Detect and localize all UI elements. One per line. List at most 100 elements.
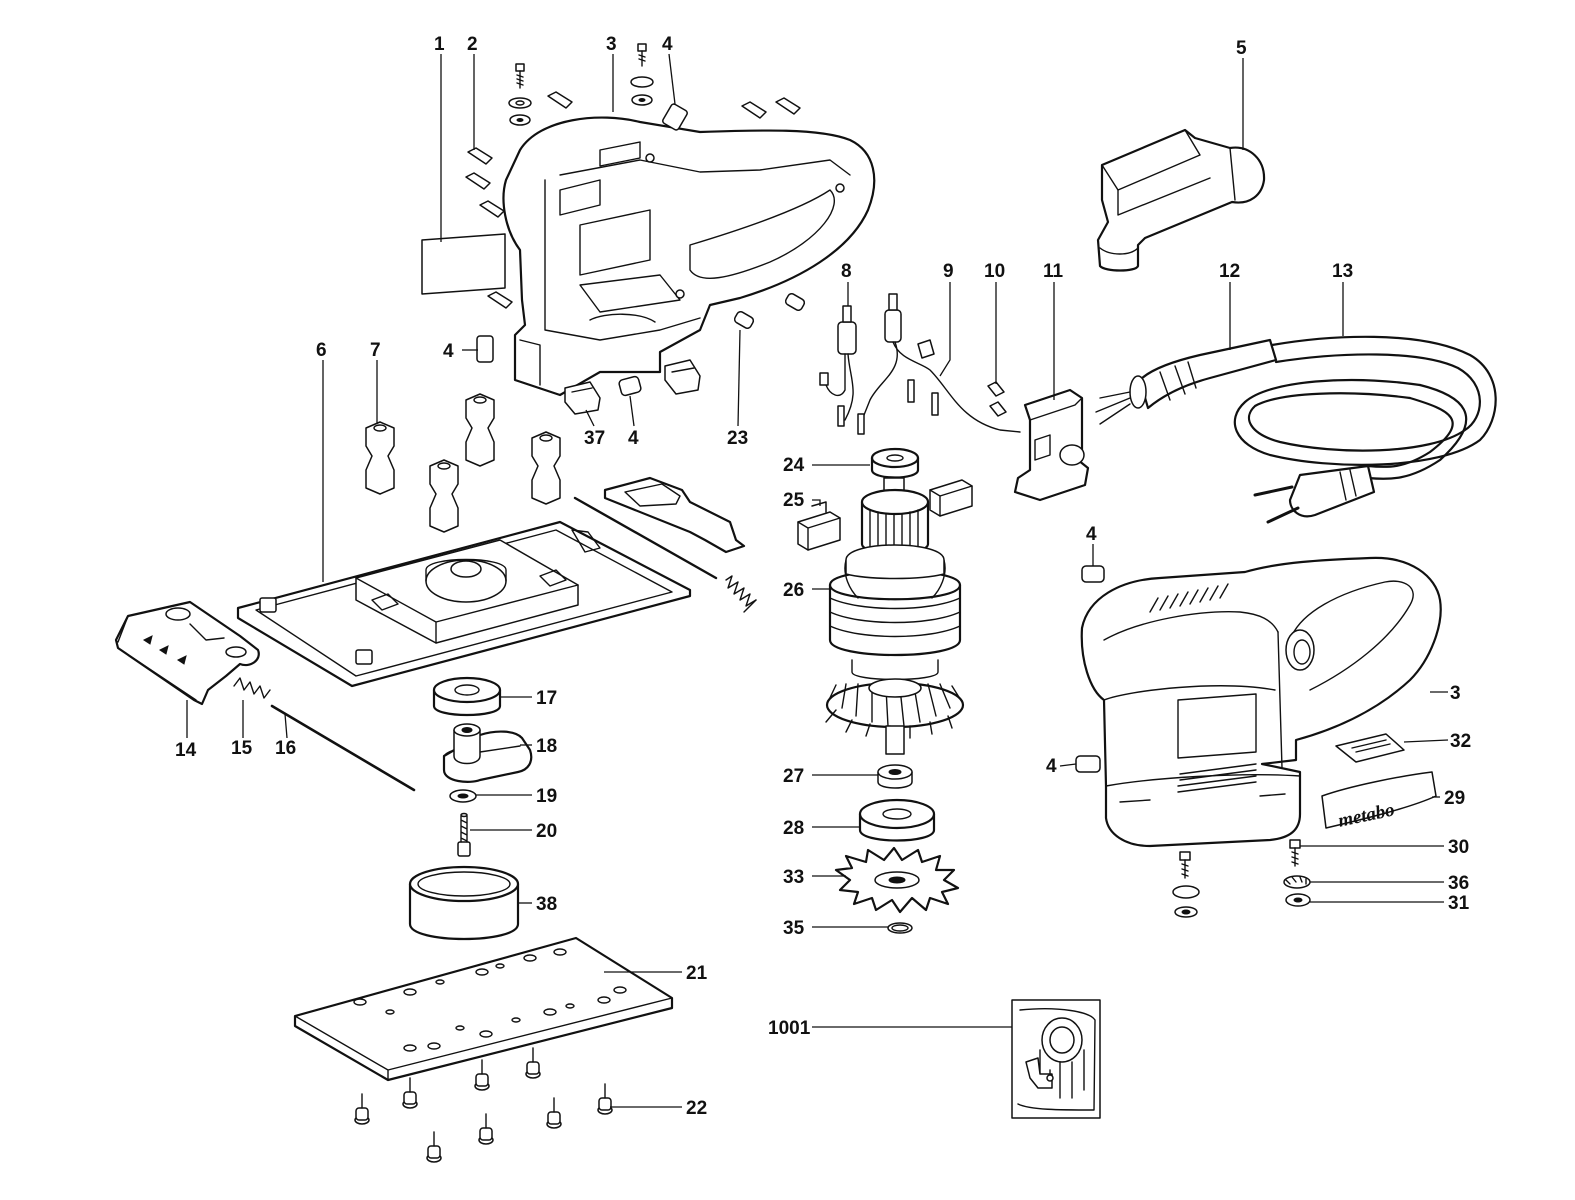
eccentric-counterweight: [442, 723, 533, 783]
screw: [741, 101, 767, 119]
vent-slots-top: [1149, 583, 1229, 613]
callout-37: 37: [584, 428, 605, 449]
callout-6: 6: [316, 340, 327, 361]
callout-16: 16: [275, 738, 296, 759]
callout-9: 9: [943, 261, 954, 282]
callout-33: 33: [783, 867, 804, 888]
callout-32: 32: [1450, 731, 1471, 752]
callout-5: 5: [1236, 38, 1247, 59]
compression-spring: [233, 677, 271, 699]
callout-1001: 1001: [768, 1018, 811, 1039]
callout-38: 38: [536, 894, 557, 915]
warning-label: [1335, 733, 1405, 763]
callout-19: 19: [536, 786, 557, 807]
fan-blade-33: [834, 846, 960, 914]
screw: [354, 1093, 370, 1125]
callout-14: 14: [175, 740, 197, 761]
callout-4-right: 4: [1086, 524, 1097, 545]
detail-inset-1001: [1011, 999, 1101, 1119]
callout-3-top: 3: [606, 34, 617, 55]
screw: [547, 91, 573, 109]
callout-11: 11: [1043, 261, 1064, 282]
callout-3-right: 3: [1450, 683, 1461, 704]
housing-screws-top: [465, 43, 801, 309]
screw: [597, 1083, 613, 1115]
screw-set-under-housing: [1172, 851, 1200, 918]
screw: [402, 1077, 418, 1109]
callout-4-mid: 4: [628, 428, 639, 449]
lock-washer-36: [1283, 875, 1311, 889]
rod: [573, 496, 718, 580]
carbon-brush-holder: [929, 479, 973, 517]
ball-bearing-28: [858, 798, 936, 842]
bushing-pin: [618, 375, 642, 397]
callout-25: 25: [783, 490, 805, 511]
screw-30: [1289, 839, 1301, 867]
assembled-sander-housing: [1080, 556, 1442, 848]
callout-15: 15: [231, 738, 253, 759]
callout-18: 18: [536, 736, 557, 757]
callout-23: 23: [727, 428, 748, 449]
plate-screws: [354, 1047, 613, 1163]
sleeve-27: [877, 764, 913, 789]
callout-24: 24: [783, 455, 805, 476]
rubber-foot: [531, 431, 561, 505]
ball-bearing-24: [870, 447, 920, 479]
callout-4-low: 4: [1046, 756, 1057, 777]
bushing-pin: [1075, 755, 1101, 773]
base-plate: [236, 520, 692, 688]
carbon-brush-holder: [797, 501, 841, 551]
housing-half-open: [502, 116, 876, 397]
screw: [546, 1097, 562, 1129]
callout-35: 35: [783, 918, 805, 939]
cable-clip: [664, 359, 701, 395]
callout-27: 27: [783, 766, 804, 787]
callout-26: 26: [783, 580, 804, 601]
callout-30: 30: [1448, 837, 1469, 858]
vent-slots-bottom: [1177, 763, 1257, 793]
washer-lock: [630, 76, 654, 88]
tension-spring: [725, 575, 757, 613]
callout-17: 17: [536, 688, 557, 709]
cable-clip: [564, 381, 601, 415]
screw: [487, 291, 513, 309]
armature-rotor: [828, 477, 962, 681]
washer: [509, 114, 531, 126]
callout-20: 20: [536, 821, 557, 842]
bushing-pin: [1081, 565, 1105, 583]
screw: [525, 1047, 541, 1079]
callout-8: 8: [841, 261, 852, 282]
cap-screw-20: [457, 812, 471, 857]
leader-lines: [186, 53, 1449, 1108]
bushing-pin: [784, 293, 806, 311]
screw: [478, 1113, 494, 1145]
screw: [479, 200, 505, 218]
screw: [467, 147, 493, 165]
callout-4-left: 4: [443, 341, 454, 362]
callout-13: 13: [1332, 261, 1353, 282]
callout-22: 22: [686, 1098, 707, 1119]
pivot-rod: [270, 704, 416, 792]
power-cord: [1233, 335, 1497, 524]
callout-7: 7: [370, 340, 381, 361]
washer-lock: [508, 97, 532, 109]
dust-extraction-adapter: [1096, 128, 1266, 272]
rubber-foot: [429, 459, 459, 533]
bushing-pin: [662, 103, 688, 131]
rubber-foot: [465, 393, 495, 467]
rubber-foot: [365, 421, 395, 495]
fan-impeller: [825, 678, 965, 755]
retaining-ring-35: [887, 922, 913, 934]
rating-label-sticker: [421, 233, 506, 295]
screw: [515, 63, 525, 89]
callout-12: 12: [1219, 261, 1240, 282]
switch-screws: [987, 381, 1007, 417]
bushing-pin: [476, 335, 494, 363]
callout-36: 36: [1448, 873, 1469, 894]
callout-10: 10: [984, 261, 1005, 282]
callout-labels: 1 2 3 4 5 6 7 4 8 9 10 11 12 13 37 4 23 …: [175, 34, 1471, 1119]
callout-28: 28: [783, 818, 804, 839]
screw: [465, 172, 491, 190]
sanding-plate: [293, 936, 674, 1082]
